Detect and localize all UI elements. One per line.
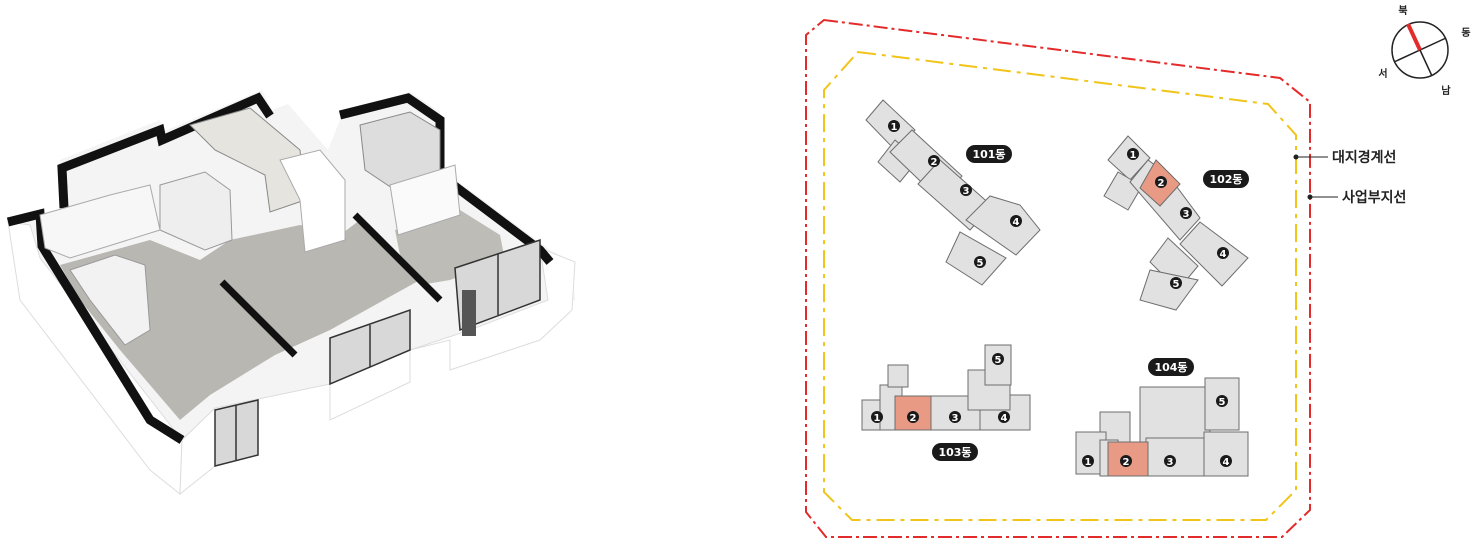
unit-102-2: 2 bbox=[1158, 178, 1165, 189]
compass-west: 서 bbox=[1378, 67, 1387, 80]
unit-103-1: 1 bbox=[874, 413, 881, 424]
windows-front bbox=[214, 238, 541, 467]
unit-103-5: 5 bbox=[995, 355, 1002, 366]
kitchen-cabinet bbox=[279, 149, 346, 253]
unit-101-4: 4 bbox=[1013, 217, 1020, 228]
unit-101-2: 2 bbox=[931, 157, 938, 168]
partition-left-room bbox=[39, 184, 161, 259]
compass-north: 북 bbox=[1398, 5, 1407, 17]
legend: 대지경계선 사업부지선 bbox=[1293, 149, 1406, 206]
unit-103-4: 4 bbox=[1001, 413, 1008, 424]
site-boundary-line bbox=[805, 18, 1311, 538]
legend-site-boundary: 대지경계선 bbox=[1332, 149, 1396, 166]
unit-104-5: 5 bbox=[1219, 397, 1226, 408]
unit-101-1: 1 bbox=[891, 122, 898, 133]
outer-wall-inner-2 bbox=[352, 212, 443, 303]
compass-icon: 북 동 서 남 bbox=[1378, 5, 1470, 97]
badge-102: 102동 bbox=[1203, 170, 1249, 188]
unit-103-3: 3 bbox=[952, 413, 959, 424]
unit-104-4: 4 bbox=[1223, 457, 1230, 468]
legend-project-site-line: 사업부지선 bbox=[1342, 190, 1406, 206]
partition-bath-1 bbox=[69, 254, 151, 346]
label-101: 101동 bbox=[972, 148, 1005, 161]
compass-south: 남 bbox=[1441, 84, 1451, 97]
building-102-units: 1 2 3 4 5 bbox=[1127, 148, 1229, 290]
outer-wall-inner-1 bbox=[219, 279, 298, 358]
building-103-units: 1 2 3 4 5 bbox=[871, 353, 1010, 424]
unit-104-2: 2 bbox=[1123, 457, 1130, 468]
living-floor bbox=[60, 220, 420, 420]
compass-east: 동 bbox=[1461, 27, 1470, 39]
partition-bedroom-wall bbox=[389, 164, 461, 236]
unit-102-3: 3 bbox=[1183, 209, 1190, 220]
unit-104-1: 1 bbox=[1085, 457, 1092, 468]
label-104: 104동 bbox=[1154, 361, 1187, 374]
project-site-line bbox=[823, 50, 1297, 521]
building-101-units: 1 2 3 4 5 bbox=[888, 120, 1022, 269]
outer-wall-left bbox=[6, 208, 185, 444]
building-101: 101동 bbox=[865, 99, 1041, 286]
isometric-floor-plan bbox=[6, 90, 576, 496]
badge-103: 103동 bbox=[932, 443, 978, 461]
badge-104: 104동 bbox=[1148, 358, 1194, 376]
badge-101: 101동 bbox=[966, 145, 1012, 163]
kitchen-counter bbox=[189, 107, 306, 213]
unit-102-5: 5 bbox=[1173, 279, 1180, 290]
site-plan: 101동 1 2 3 4 5 102동 1 2 3 bbox=[805, 5, 1471, 538]
label-102: 102동 bbox=[1209, 173, 1242, 186]
unit-101-3: 3 bbox=[963, 186, 970, 197]
label-103: 103동 bbox=[938, 446, 971, 459]
outer-wall-top bbox=[57, 92, 274, 209]
unit-101-5: 5 bbox=[977, 258, 984, 269]
entrance-door bbox=[462, 290, 476, 336]
building-104-units: 1 2 3 4 5 bbox=[1082, 395, 1232, 468]
unit-104-3: 3 bbox=[1167, 457, 1174, 468]
unit-103-2: 2 bbox=[910, 413, 917, 424]
unit-102-4: 4 bbox=[1220, 249, 1227, 260]
building-103: 103동 bbox=[861, 344, 1031, 461]
unit-102-1: 1 bbox=[1130, 150, 1137, 161]
